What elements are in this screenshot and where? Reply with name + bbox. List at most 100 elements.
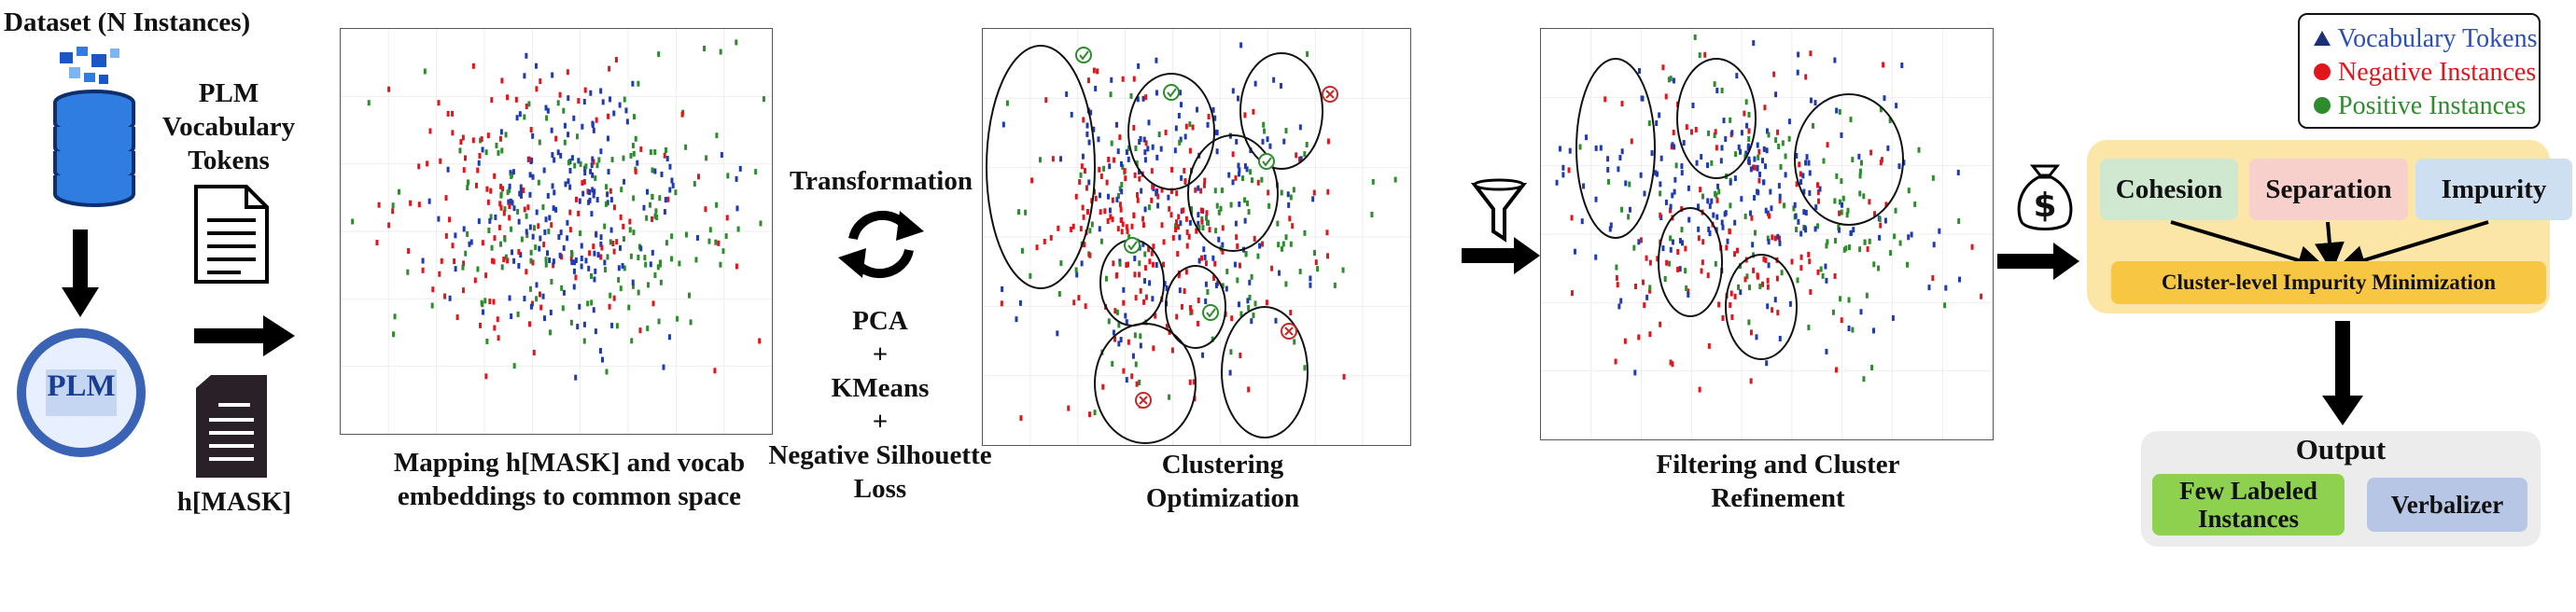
scatter-point xyxy=(1246,200,1250,206)
scatter-point xyxy=(1235,138,1239,145)
scatter-point xyxy=(1883,95,1886,102)
scatter-point xyxy=(1188,121,1192,128)
scatter-point xyxy=(1341,267,1345,273)
scatter-point xyxy=(552,258,555,265)
scatter-point xyxy=(1282,138,1286,145)
scatter-point xyxy=(619,214,623,220)
scatter-point xyxy=(1212,274,1216,281)
scatter-point xyxy=(624,107,628,114)
scatter-point xyxy=(1847,326,1851,332)
scatter-point xyxy=(426,160,429,167)
scatter-point xyxy=(674,189,678,196)
scatter-point xyxy=(548,257,552,263)
scatter-point xyxy=(485,338,489,344)
scatter-point xyxy=(1119,337,1123,343)
scatter-point xyxy=(567,132,570,138)
scatter-point xyxy=(1799,171,1802,177)
scatter-point xyxy=(630,338,634,344)
scatter-point xyxy=(1326,138,1330,145)
scatter-point xyxy=(1088,228,1092,234)
scatter-point xyxy=(1148,280,1152,286)
scatter-point xyxy=(1907,234,1911,241)
scatter-point xyxy=(1111,216,1114,223)
scatter-point xyxy=(453,258,456,265)
scatter-point xyxy=(1099,238,1103,244)
scatter-point xyxy=(1250,273,1253,280)
scatter-point xyxy=(645,215,649,221)
scatter-point xyxy=(577,210,581,216)
scatter-point xyxy=(588,250,592,257)
scatter-point xyxy=(1265,299,1268,306)
scatter-point xyxy=(1846,207,1850,214)
scatter-point xyxy=(467,179,470,186)
scatter-point xyxy=(1289,241,1293,247)
scatter-point xyxy=(1136,96,1140,103)
scatter-point xyxy=(1680,240,1684,246)
scatter-point xyxy=(1293,339,1296,345)
scatter-point xyxy=(1147,246,1151,253)
scatter-point xyxy=(1672,130,1675,136)
scatter-point xyxy=(599,254,603,260)
scatter-point xyxy=(543,315,547,322)
scatter-point xyxy=(1609,222,1613,229)
scatter-point xyxy=(1183,178,1187,185)
scatter-point xyxy=(514,96,518,103)
scatter-point xyxy=(1840,209,1843,216)
legend-vocab: Vocabulary Tokens xyxy=(2313,24,2537,54)
scatter-point xyxy=(549,309,553,315)
scatter-point xyxy=(1747,128,1751,134)
scatter-point xyxy=(446,166,450,173)
scatter-point xyxy=(1080,260,1084,267)
scatter-point xyxy=(1120,229,1124,235)
filter-funnel-icon xyxy=(1471,178,1527,243)
scatter-point xyxy=(595,197,599,203)
scatter-point xyxy=(610,322,614,328)
scatter-point xyxy=(556,149,560,156)
scatter-point xyxy=(1184,216,1188,222)
dataset-title: Dataset (N Instances) xyxy=(4,7,251,37)
scatter-point xyxy=(1787,135,1791,142)
scatter-point xyxy=(1267,202,1271,209)
scatter-point xyxy=(1680,170,1684,176)
scatter-point xyxy=(695,234,699,241)
scatter-point xyxy=(572,284,576,290)
scatter-point xyxy=(1185,229,1189,235)
scatter-point xyxy=(1729,290,1733,297)
scatter-point xyxy=(1195,228,1198,234)
scatter-point xyxy=(1197,320,1200,327)
scatter-point xyxy=(609,227,613,233)
scatter-point xyxy=(678,260,681,267)
scatter-point xyxy=(1183,133,1187,140)
scatter-point xyxy=(631,80,635,87)
scatter-point xyxy=(1835,173,1839,179)
scatter-point xyxy=(1197,257,1201,264)
scatter-point xyxy=(529,127,533,133)
scatter-point xyxy=(527,156,531,162)
scatter-point xyxy=(543,229,547,235)
scatter-point xyxy=(570,251,574,257)
scatter-point xyxy=(606,254,609,260)
scatter-point xyxy=(1840,132,1843,138)
scatter-point xyxy=(530,300,534,307)
scatter-point xyxy=(1180,174,1183,181)
scatter-point xyxy=(443,293,447,299)
scatter-point xyxy=(649,149,652,156)
scatter-point xyxy=(448,295,452,301)
scatter-point xyxy=(1752,40,1756,47)
triangle-icon xyxy=(2314,31,2331,46)
scatter-point xyxy=(1147,119,1151,126)
scatter-point xyxy=(1747,111,1751,118)
scatter-point xyxy=(1133,172,1137,178)
scatter-point xyxy=(1203,177,1207,184)
scatter-point xyxy=(1857,153,1861,160)
scatter-point xyxy=(471,63,475,69)
scatter-point xyxy=(665,240,668,246)
scatter-point xyxy=(504,132,508,138)
scatter-point xyxy=(573,259,577,266)
scatter-point xyxy=(553,157,556,163)
scatter-point xyxy=(1645,294,1649,300)
scatter-point xyxy=(1200,218,1204,225)
scatter-point xyxy=(1852,227,1855,233)
scatter-point xyxy=(1606,156,1610,162)
